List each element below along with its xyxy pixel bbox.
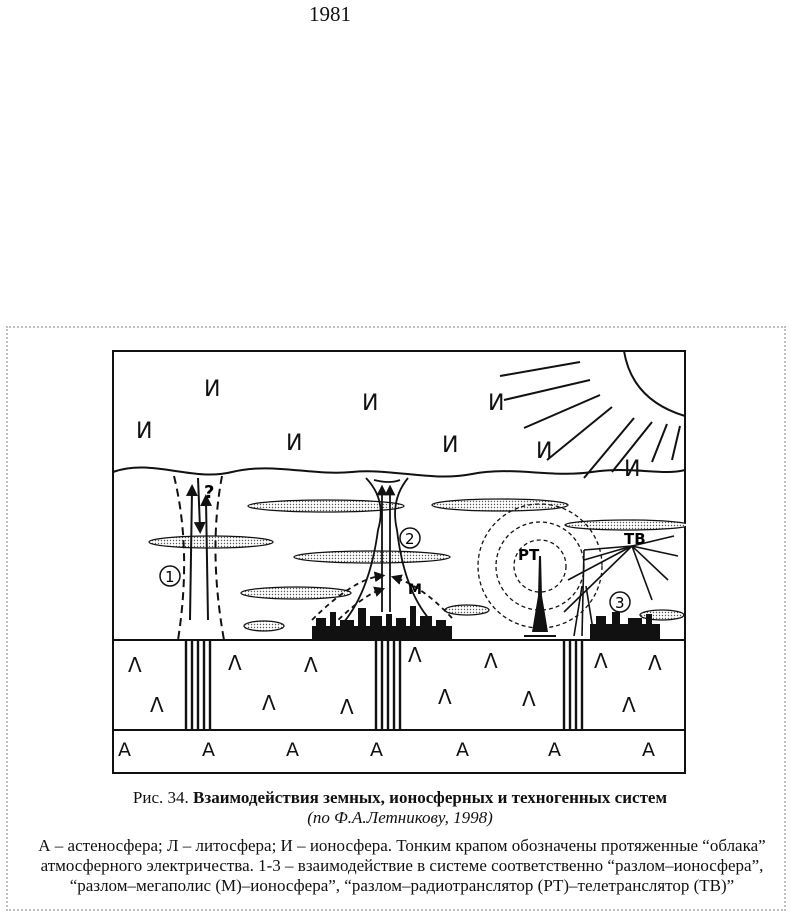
zone-2-number: 2	[405, 530, 415, 548]
lithosphere-label: Λ	[438, 685, 452, 709]
question-mark: ?	[204, 482, 214, 503]
ionosphere-label: И	[536, 439, 552, 464]
lithosphere-label: Λ	[340, 695, 354, 719]
caption-source: (по Ф.А.Летникову, 1998)	[307, 808, 493, 827]
asthenosphere-label: А	[642, 739, 655, 761]
zone-3-marker	[609, 591, 631, 613]
lithosphere-label: Λ	[648, 651, 662, 675]
fault-zone-2	[311, 477, 453, 627]
fault-zone-1	[173, 475, 225, 641]
asthenosphere-label: А	[202, 739, 215, 761]
megapolis-label: М	[408, 582, 422, 598]
ionosphere-label: И	[204, 377, 220, 402]
electric-clouds	[148, 498, 686, 632]
ionosphere-label: И	[286, 431, 302, 456]
diagram-figure: И И И И И И И И ? 1	[112, 350, 686, 774]
ionosphere-label: И	[362, 391, 378, 416]
ionosphere-label: И	[442, 433, 458, 458]
ionosphere-label: И	[488, 391, 504, 416]
radio-transmitter-label: РТ	[518, 546, 540, 564]
ionosphere-label: И	[624, 457, 640, 482]
lithosphere-label: Λ	[228, 651, 242, 675]
asthenosphere-label: А	[548, 739, 561, 761]
lithosphere-label: Λ	[522, 687, 536, 711]
asthenosphere-label: А	[456, 739, 469, 761]
lithosphere-label: Λ	[622, 693, 636, 717]
sun-icon	[499, 350, 686, 479]
lithosphere-label: Λ	[484, 649, 498, 673]
lithosphere-label: Λ	[262, 691, 276, 715]
legend-line: А – астеносфера; Л – литосфера; И – ионо…	[38, 836, 766, 855]
faults	[184, 640, 584, 730]
tv-transmitter-label: ТВ	[624, 530, 646, 548]
ionosphere-boundary	[112, 466, 686, 478]
asthenosphere-label: А	[286, 739, 299, 761]
lithosphere-label: Λ	[128, 653, 142, 677]
asthenosphere-label: А	[118, 739, 131, 761]
tv-tower-icon	[563, 535, 679, 637]
caption-prefix: Рис. 34.	[132, 788, 189, 807]
figure-caption: Рис. 34. Взаимодействия земных, ионосфер…	[0, 787, 800, 808]
lithosphere-label: Λ	[150, 693, 164, 717]
megapolis-skyline	[312, 606, 452, 640]
lithosphere-label: Λ	[304, 653, 318, 677]
caption-title: Взаимодействия земных, ионосферных и тех…	[193, 788, 668, 807]
legend-line: атмосферного электричества. 1-3 – взаимо…	[40, 856, 764, 875]
lithosphere-label: Λ	[408, 643, 422, 667]
page-number: 1981	[309, 2, 351, 26]
legend-line: “разлом–мегаполис (М)–ионосфера”, “разло…	[69, 876, 735, 895]
zone-1-marker	[159, 565, 181, 587]
zone-1-number: 1	[165, 568, 175, 586]
ionosphere-label: И	[136, 419, 152, 444]
asthenosphere-label: А	[370, 739, 383, 761]
figure-frame	[6, 326, 786, 911]
zone-3-number: 3	[615, 594, 625, 612]
zone-3-buildings	[590, 612, 660, 640]
zone-2-marker	[399, 527, 421, 549]
lithosphere-label: Λ	[594, 649, 608, 673]
figure-legend: А – астеносфера; Л – литосфера; И – ионо…	[22, 836, 782, 896]
